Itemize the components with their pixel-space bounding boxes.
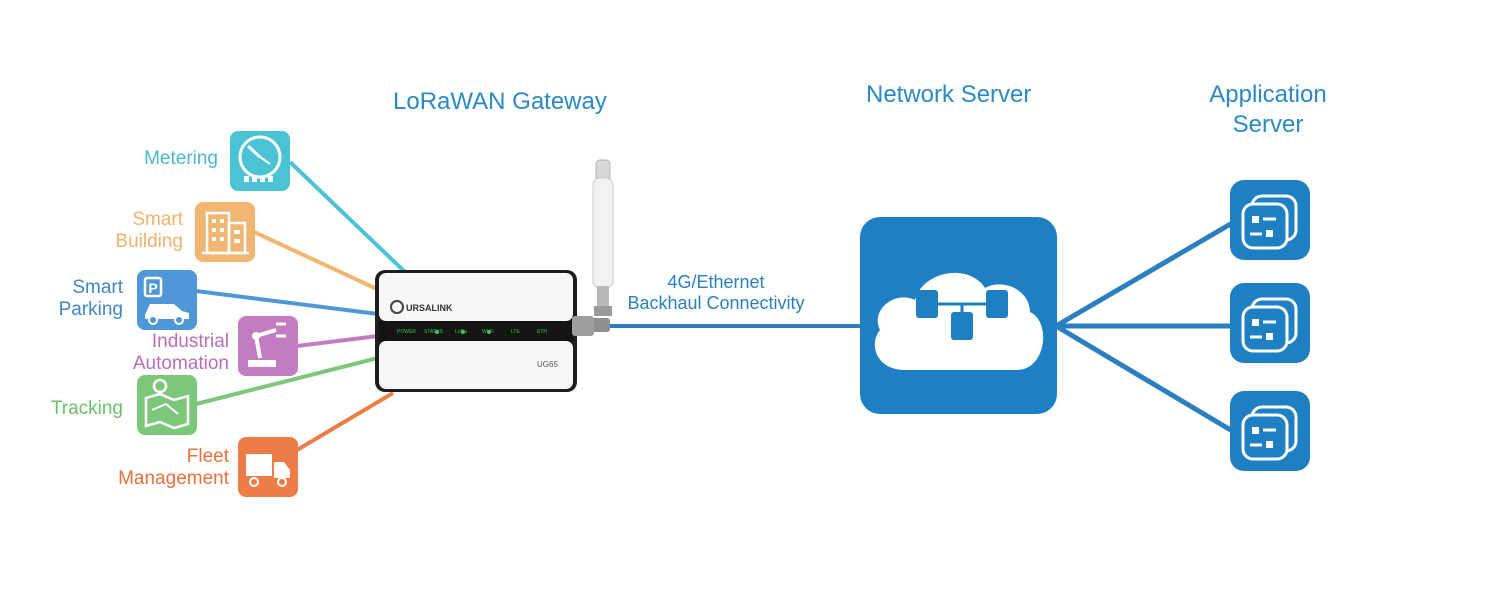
backhaul-label: 4G/Ethernet Backhaul Connectivity	[616, 272, 816, 314]
application-server-heading-line2: Server	[1232, 111, 1304, 138]
tracking-link	[195, 356, 379, 406]
led-wifi: Wi-Fi	[482, 329, 494, 335]
led-lte: LTE	[511, 329, 520, 335]
smart-building-label: Smart Building	[70, 209, 183, 253]
gateway-device	[375, 270, 594, 392]
fleet-management-label-line1: Fleet	[186, 446, 229, 467]
cloud-server-icon	[860, 217, 1057, 414]
smart-building-link	[253, 230, 393, 298]
led-eth: ETH	[537, 329, 547, 335]
smart-parking-label-line2: Parking	[58, 299, 123, 320]
smart-parking-link	[195, 289, 379, 316]
industrial-automation-label-line1: Industrial	[151, 331, 229, 352]
application-server-icon-2	[1230, 283, 1310, 363]
truck-icon	[238, 437, 298, 497]
metering-label-line1: Metering	[144, 148, 218, 169]
meter-icon	[230, 131, 290, 191]
gateway-model: UG65	[537, 360, 558, 369]
application-server-heading-line1: Application	[1209, 81, 1327, 108]
parking-icon: P	[137, 270, 197, 330]
backhaul-label-line2: Backhaul Connectivity	[627, 293, 805, 313]
fleet-management-label: Fleet Management	[90, 446, 229, 490]
smart-building-label-line1: Smart	[132, 209, 183, 230]
app-server-link-3	[1054, 323, 1236, 435]
fleet-management-label-line2: Management	[118, 468, 229, 489]
robot-arm-icon	[238, 316, 298, 376]
industrial-automation-link	[296, 334, 379, 348]
map-icon	[137, 375, 197, 435]
application-server-heading: Application Server	[1180, 80, 1356, 140]
gateway-led-labels: POWER STATUS LoRa Wi-Fi LTE ETH	[397, 329, 547, 335]
industrial-automation-label: Industrial Automation	[90, 331, 229, 375]
gateway-brand: URSALINK	[406, 303, 453, 313]
smart-parking-label: Smart Parking	[20, 277, 123, 321]
industrial-automation-label-line2: Automation	[132, 353, 229, 374]
building-icon	[195, 202, 255, 262]
smart-parking-label-line1: Smart	[72, 277, 123, 298]
backhaul-label-line1: 4G/Ethernet	[667, 272, 765, 292]
metering-label: Metering	[100, 148, 218, 170]
network-server-heading: Network Server	[866, 81, 1032, 108]
gateway-heading: LoRaWAN Gateway	[393, 88, 607, 115]
svg-text:P: P	[148, 280, 157, 296]
tracking-label-line1: Tracking	[50, 398, 123, 419]
smart-building-label-line2: Building	[115, 231, 183, 252]
app-server-link-1	[1054, 219, 1236, 329]
led-status: STATUS	[424, 329, 444, 335]
antenna-icon	[588, 159, 614, 332]
tracking-label: Tracking	[20, 398, 123, 420]
led-lora: LoRa	[455, 329, 467, 335]
application-server-icon-1	[1230, 180, 1310, 260]
fleet-management-link	[295, 391, 395, 452]
metering-link	[288, 160, 407, 274]
led-power: POWER	[397, 329, 416, 335]
application-server-icon-3	[1230, 391, 1310, 471]
